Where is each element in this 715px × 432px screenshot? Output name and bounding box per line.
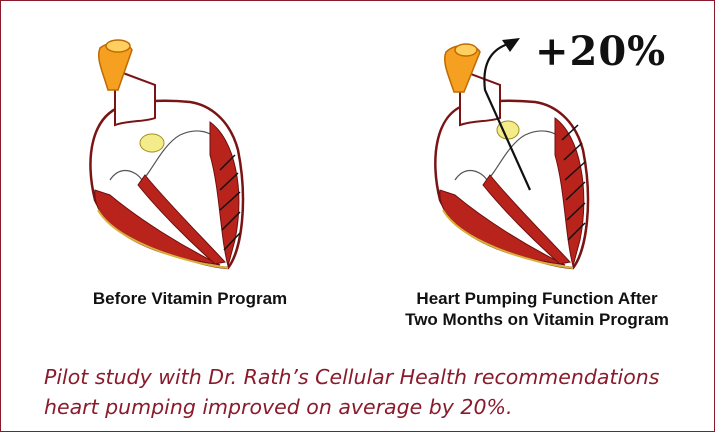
heart-before-illustration [70, 30, 260, 280]
study-note-line2: heart pumping improved on average by 20%… [44, 392, 715, 422]
improvement-label: +20% [535, 28, 666, 75]
caption-after: Heart Pumping Function After Two Months … [372, 288, 702, 330]
caption-after-line2: Two Months on Vitamin Program [372, 309, 702, 330]
caption-after-line1: Heart Pumping Function After [372, 288, 702, 309]
aorta-opening [455, 44, 477, 56]
aorta-opening [106, 40, 130, 52]
valve [140, 134, 164, 152]
study-note-line1: Pilot study with Dr. Rath’s Cellular Hea… [44, 362, 715, 392]
study-note: Pilot study with Dr. Rath’s Cellular Hea… [44, 362, 715, 422]
caption-before: Before Vitamin Program [60, 288, 320, 309]
caption-before-text: Before Vitamin Program [93, 289, 287, 308]
